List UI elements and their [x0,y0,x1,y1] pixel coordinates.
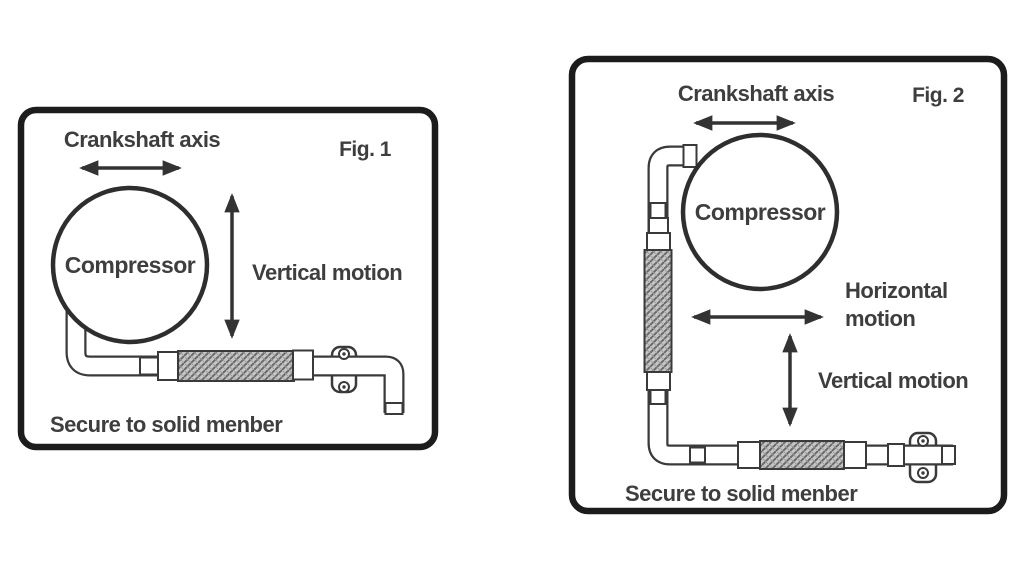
hose-ferrule [157,351,180,381]
flange-bolt-dot [342,352,346,356]
hose-collar [139,356,159,376]
secure-note-label: Secure to solid menber [50,412,283,437]
figure-2: Compressor Crankshaft axis Fig. 2 Horizo… [568,55,1008,515]
compressor-circle [50,185,210,345]
hose-collar [648,217,669,234]
hose-ferrule [843,441,867,469]
vertical-motion-label: Vertical motion [252,260,402,285]
compressor-label: Compressor [695,199,826,225]
hose-ferrule [646,371,671,391]
hose-assembly [65,310,405,415]
figure-1: Compressor Crankshaft axis Fig. 1 Vertic… [17,106,439,451]
hose-end-cap [682,144,698,168]
svg-text:motion: motion [845,306,915,331]
hose-ferrule [292,349,314,381]
vertical-motion-label: Vertical motion [818,368,968,393]
hose-collar [649,202,667,219]
figure-1-label: Fig. 1 [339,138,392,161]
horizontal-motion-label: Horizontal motion [845,278,948,331]
braided-hose-section [643,249,673,373]
hose-end-cap [941,445,956,465]
flange-bolt-dot [342,385,346,389]
hose-ferrule [737,441,761,469]
braided-hose-section [177,350,295,382]
hose-collar [689,446,706,464]
figure-2-label: Fig. 2 [912,84,964,107]
flange-bolt-dot [921,471,925,475]
secure-note-label: Secure to solid menber [625,481,858,506]
compressor-label: Compressor [65,252,196,278]
compressor-circle [680,132,840,292]
crankshaft-axis-label: Crankshaft axis [64,127,221,152]
flange-bolt-dot [921,439,925,443]
hose-end-cap [384,402,404,415]
braided-hose-section [759,440,845,470]
hose-fitting [887,443,905,467]
hose-assembly [643,144,956,484]
hose-collar [649,389,667,405]
crankshaft-axis-label: Crankshaft axis [678,81,835,106]
svg-text:Horizontal: Horizontal [845,278,948,303]
hose-ferrule [646,232,671,251]
